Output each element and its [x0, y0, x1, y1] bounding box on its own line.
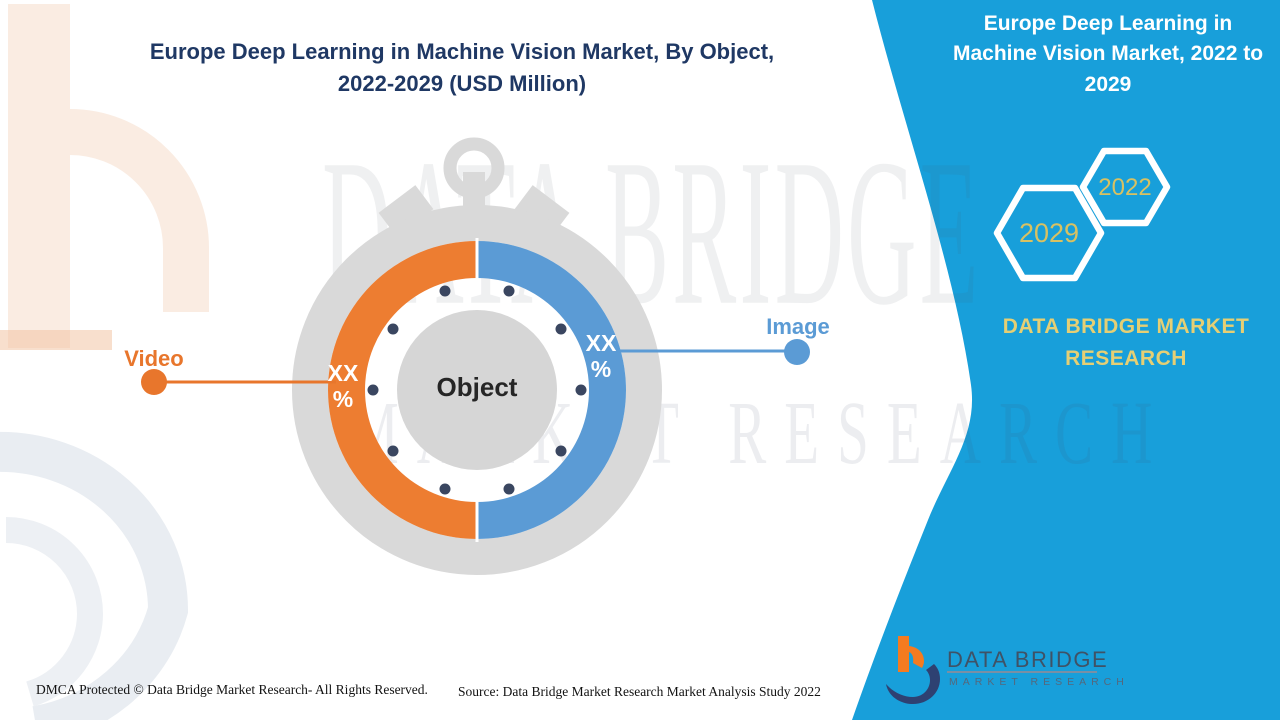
year-badge-2029: 2029: [1018, 218, 1080, 248]
video-callout-dot: [141, 369, 167, 395]
watermark-d-inner: [5, 517, 104, 707]
value-label-image: XX %: [574, 330, 628, 383]
hexagon-2022: [1079, 147, 1171, 227]
watermark-b-stem: [8, 4, 70, 348]
logo-b-bowl: [909, 646, 924, 668]
donut-chart: [328, 238, 626, 542]
value-video: XX: [327, 360, 359, 386]
year-hexagons: [993, 147, 1171, 282]
watermark-b-bowl: [69, 109, 209, 312]
watermark-b-base: [0, 330, 112, 350]
value-image: XX: [585, 330, 617, 356]
legend-label-image: Image: [766, 314, 830, 339]
stopwatch-left-button: [378, 185, 434, 237]
brand-text: DATA BRIDGE MARKET RESEARCH: [1002, 315, 1250, 370]
blue-side-panel: [852, 0, 1280, 720]
stopwatch: [292, 137, 662, 575]
unit-image: %: [590, 356, 612, 383]
side-panel-title: Europe Deep Learning in Machine Vision M…: [952, 12, 1264, 96]
footer-dmca-text: DMCA Protected © Data Bridge Market Rese…: [36, 682, 428, 697]
logo-swoosh: [886, 664, 940, 704]
left-b-watermark: [0, 4, 209, 720]
year-badge-2022: 2022: [1098, 174, 1152, 201]
donut-segment-image: [477, 241, 626, 539]
page-title: Europe Deep Learning in Machine Vision M…: [149, 39, 775, 96]
logo-title: DATA BRIDGE: [947, 647, 1109, 672]
footer-source-text: Source: Data Bridge Market Research Mark…: [458, 684, 821, 699]
value-label-video: XX %: [316, 360, 370, 413]
donut-center-label: Object: [436, 372, 518, 402]
logo-b-stem: [898, 636, 909, 672]
hexagon-2029: [993, 184, 1105, 282]
stopwatch-crown-ring: [443, 137, 505, 199]
donut-center-disc: [397, 310, 557, 470]
callouts: [141, 339, 810, 395]
stopwatch-case-ring: [292, 205, 662, 575]
donut-segment-video: [328, 241, 477, 539]
dial-dots: [367, 285, 587, 495]
unit-video: %: [332, 386, 354, 413]
logo-divider-line: [947, 671, 1097, 673]
data-bridge-logo-icon: [886, 636, 940, 704]
image-callout-dot: [784, 339, 810, 365]
watermark-d-outer: [0, 431, 189, 720]
logo-subtitle: MARKET RESEARCH: [949, 676, 1129, 688]
legend-label-video: Video: [124, 346, 184, 371]
